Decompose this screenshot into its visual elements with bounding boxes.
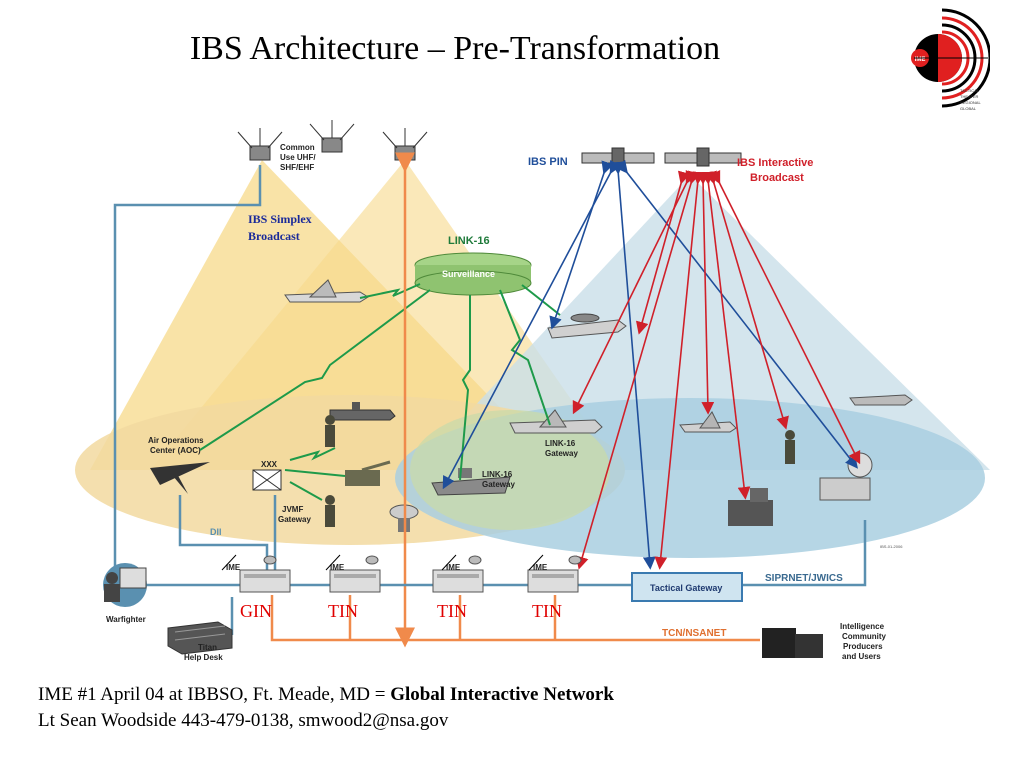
footer-line-1-bold: Global Interactive Network bbox=[390, 684, 614, 705]
logo-line-3: REGIONAL bbox=[960, 100, 981, 105]
logo-line-1: TACTICAL bbox=[960, 88, 980, 93]
aoc-jet-icon bbox=[150, 462, 210, 494]
titan-building bbox=[167, 621, 233, 655]
site-label-tin-3: TIN bbox=[532, 601, 562, 621]
intel-label-4: and Users bbox=[842, 652, 881, 661]
ime-site-tin-1 bbox=[329, 555, 381, 593]
ibs-pin-label: IBS PIN bbox=[528, 156, 568, 168]
surveillance-label: Surveillance bbox=[442, 269, 495, 279]
link16-label: LINK-16 bbox=[448, 235, 490, 247]
link16-gateway-ship-label-2: Gateway bbox=[482, 480, 515, 489]
uhf-satellite-1 bbox=[237, 128, 283, 161]
logo-badge: IME bbox=[915, 57, 926, 63]
ime-logo: IME TACTICAL THEATER REGIONAL GLOBAL bbox=[911, 8, 990, 111]
ime-site-tin-2 bbox=[432, 555, 484, 593]
soldier-3 bbox=[785, 430, 795, 464]
link16-gateway-ship-label-1: LINK-16 bbox=[482, 470, 513, 479]
warfighter-label: Warfighter bbox=[106, 615, 146, 624]
satellites-label-2: Use UHF/ bbox=[280, 153, 316, 162]
soldier-2 bbox=[325, 495, 335, 527]
site-label-gin: GIN bbox=[240, 601, 272, 621]
tactical-gateway-label: Tactical Gateway bbox=[650, 583, 722, 593]
siprnet-label: SIPRNET/JWICS bbox=[765, 573, 843, 584]
intel-label-3: Producers bbox=[843, 642, 883, 651]
satellites-label-3: SHF/EHF bbox=[280, 163, 314, 172]
surveillance-aircraft-left bbox=[284, 279, 369, 303]
missile-launcher bbox=[728, 488, 773, 526]
soldier-1 bbox=[325, 415, 335, 447]
tcn-label: TCN/NSANET bbox=[662, 628, 726, 639]
warfighter-icon bbox=[103, 563, 147, 607]
jvmf-label-2: Gateway bbox=[278, 515, 311, 524]
ime-site-tin-3 bbox=[527, 555, 582, 593]
ime-site-gin bbox=[239, 555, 291, 593]
ibs-interactive-links bbox=[572, 169, 861, 570]
ibs-interactive-satellite bbox=[664, 147, 742, 167]
site-label-tin-1: TIN bbox=[328, 601, 358, 621]
ime-label-2: IME bbox=[330, 563, 345, 572]
intel-community-servers bbox=[762, 628, 823, 658]
xxx-label: XXX bbox=[261, 460, 278, 469]
link16-gateway-air-label-1: LINK-16 bbox=[545, 439, 576, 448]
tactical-gateway-box bbox=[631, 572, 743, 602]
site-label-tin-2: TIN bbox=[437, 601, 467, 621]
intel-label-1: Intelligence bbox=[840, 622, 885, 631]
logo-line-4: GLOBAL bbox=[960, 106, 977, 111]
satellites-label-1: Common bbox=[280, 143, 315, 152]
intel-label-2: Community bbox=[842, 632, 887, 641]
footer-line-1-prefix: IME #1 April 04 at IBBSO, Ft. Meade, MD … bbox=[38, 684, 391, 705]
tank-icon bbox=[345, 460, 391, 486]
ibs-interactive-label-2: Broadcast bbox=[750, 172, 804, 184]
titan-label-2: Help Desk bbox=[184, 653, 223, 662]
ime-label-3: IME bbox=[446, 563, 461, 572]
dii-label: DII bbox=[210, 527, 222, 537]
tcn-line bbox=[270, 595, 760, 642]
jvmf-label-1: JVMF bbox=[282, 505, 303, 514]
ibs-interactive-label-1: IBS Interactive bbox=[737, 157, 813, 169]
uhf-satellite-2 bbox=[309, 120, 355, 153]
titan-label-1: Titan bbox=[198, 643, 217, 652]
page-title: IBS Architecture – Pre-Transformation bbox=[189, 30, 721, 67]
aoc-label-2: Center (AOC) bbox=[150, 446, 201, 455]
uhf-satellite-3 bbox=[382, 128, 428, 161]
ime-label-4: IME bbox=[533, 563, 548, 572]
ime-label-1: IME bbox=[226, 563, 241, 572]
ibs-simplex-label-1: IBS Simplex bbox=[248, 212, 312, 226]
link16-gateway-air-label-2: Gateway bbox=[545, 449, 578, 458]
footer-line-2: Lt Sean Woodside 443-479-0138, smwood2@n… bbox=[38, 710, 449, 731]
aoc-label-1: Air Operations bbox=[148, 436, 204, 445]
ibs-pin-satellite bbox=[581, 147, 655, 167]
doc-code: IBS-01-2006 bbox=[880, 544, 903, 549]
footer-line-1: IME #1 April 04 at IBBSO, Ft. Meade, MD … bbox=[38, 684, 614, 706]
ibs-simplex-label-2: Broadcast bbox=[248, 229, 300, 243]
logo-line-2: THEATER bbox=[960, 94, 978, 99]
